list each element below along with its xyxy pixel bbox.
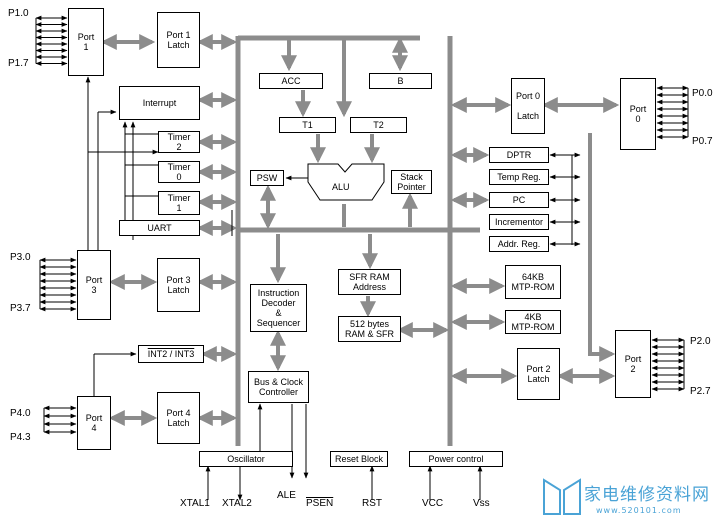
b-register-block: B [369, 73, 432, 89]
rom-64kb-block: 64KB MTP-ROM [505, 265, 561, 299]
pin-p2-7-label: P2.7 [690, 386, 711, 397]
t1-block: T1 [279, 117, 336, 133]
dptr-block: DPTR [489, 147, 549, 163]
pin-arrows [35, 15, 689, 435]
power-control-block: Power control [409, 451, 503, 467]
timer1-block: Timer 1 [158, 191, 200, 215]
port3-block: Port 3 [77, 250, 111, 320]
ram-sfr-block: 512 bytes RAM & SFR [338, 316, 401, 342]
stack-pointer-block: Stack Pointer [391, 170, 432, 194]
watermark-logo [543, 478, 581, 515]
pin-p2-0-label: P2.0 [690, 336, 711, 347]
pin-p1-0-label: P1.0 [8, 8, 29, 19]
psw-block: PSW [250, 170, 284, 186]
instruction-decoder-block: Instruction Decoder & Sequencer [250, 284, 307, 332]
pin-p4-0-label: P4.0 [10, 408, 31, 419]
t2-block: T2 [350, 117, 407, 133]
pin-p0-7-label: P0.7 [692, 136, 713, 147]
watermark-url: www.520101.com [596, 506, 682, 515]
timer0-block: Timer 0 [158, 161, 200, 183]
interrupt-block: Interrupt [119, 86, 200, 120]
internal-buses [235, 35, 480, 446]
int2-int3-block: INT2 / INT3 [138, 345, 204, 363]
pin-psen-label: PSEN [306, 498, 334, 509]
reset-block: Reset Block [330, 451, 388, 467]
pin-rst-label: RST [362, 498, 382, 509]
port2-block: Port 2 [615, 330, 651, 398]
uart-block: UART [119, 220, 200, 236]
rom-4kb-block: 4KB MTP-ROM [505, 310, 561, 334]
port3-latch-block: Port 3 Latch [157, 258, 200, 312]
watermark-text: 家电维修资料网 [584, 485, 710, 505]
pin-p1-7-label: P1.7 [8, 58, 29, 69]
pin-vcc-label: VCC [422, 498, 444, 509]
port4-latch-block: Port 4 Latch [157, 392, 200, 444]
addr-reg-block: Addr. Reg. [489, 236, 549, 252]
bus-arrows [100, 34, 620, 426]
pin-vss-label: Vss [473, 498, 490, 509]
alu-label: ALU [332, 182, 350, 192]
pc-block: PC [489, 192, 549, 208]
oscillator-block: Oscillator [199, 451, 293, 467]
port1-latch-block: Port 1 Latch [157, 12, 200, 68]
pin-xtal1-label: XTAL1 [180, 498, 210, 509]
port0-latch-block: Port 0 Latch [511, 78, 545, 134]
bus-clock-controller-block: Bus & Clock Controller [248, 371, 309, 403]
port0-block: Port 0 [620, 78, 656, 150]
pin-p3-7-label: P3.7 [10, 303, 31, 314]
alu-shape [307, 163, 385, 201]
control-lines [85, 76, 581, 501]
pin-xtal2-label: XTAL2 [222, 498, 252, 509]
pin-p3-0-label: P3.0 [10, 252, 31, 263]
port4-block: Port 4 [77, 396, 111, 450]
port1-block: Port 1 [68, 8, 104, 76]
pin-p4-3-label: P4.3 [10, 432, 31, 443]
acc-block: ACC [259, 73, 323, 89]
incrementor-block: Incrementor [489, 214, 549, 230]
pin-p0-0-label: P0.0 [692, 88, 713, 99]
temp-reg-block: Temp Reg. [489, 169, 549, 185]
timer2-block: Timer 2 [158, 131, 200, 153]
pin-ale-label: ALE [277, 490, 296, 501]
sfr-ram-address-block: SFR RAM Address [338, 269, 401, 295]
port2-latch-block: Port 2 Latch [517, 348, 560, 400]
